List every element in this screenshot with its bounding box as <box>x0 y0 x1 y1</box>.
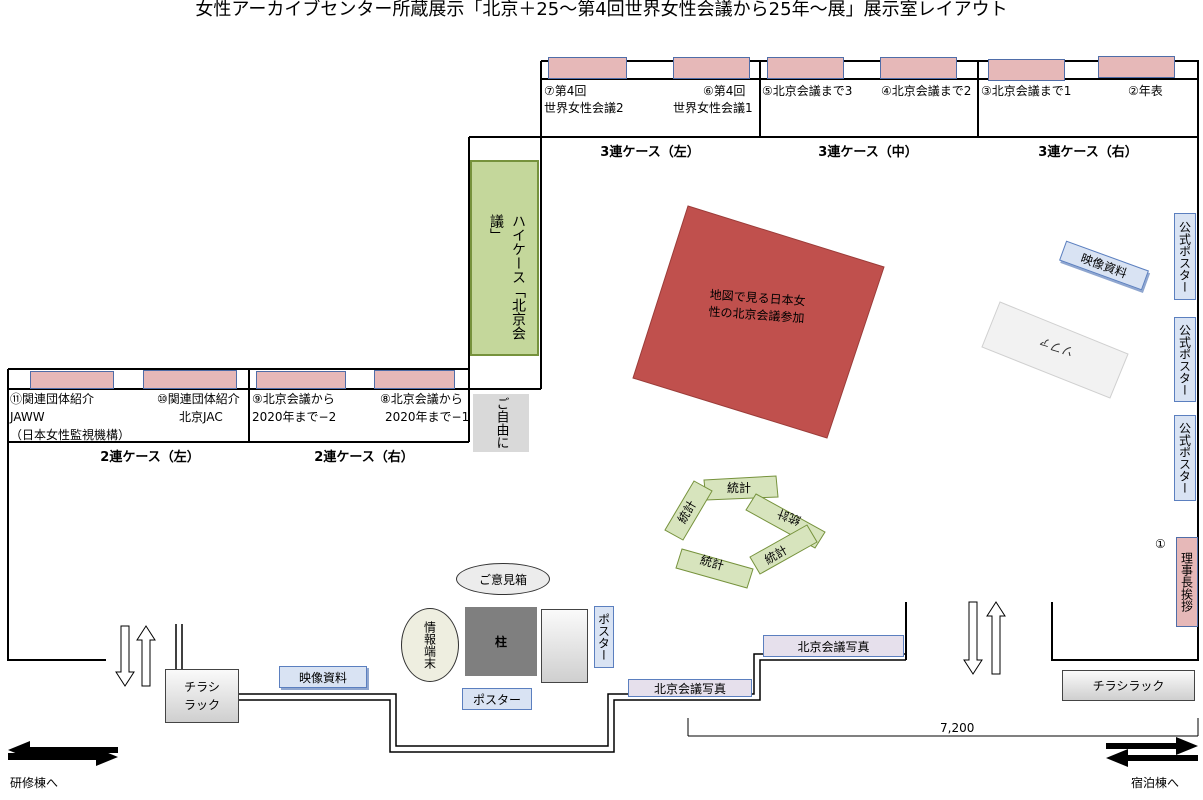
case-label-6: ⑥第4回 <box>703 84 746 98</box>
case-panel-9 <box>256 371 346 389</box>
case-panel-11 <box>30 371 114 389</box>
sofa <box>981 301 1129 399</box>
double-case-left-heading: 2連ケース（左） <box>100 450 200 465</box>
beijing-photos-2: 北京会議写真 <box>628 679 752 697</box>
info-terminal-label: 情報端末 <box>422 621 437 669</box>
info-terminal: 情報端末 <box>401 608 459 682</box>
case-label-3: ③北京会議まで1 <box>981 84 1072 98</box>
flyer-rack-right: チラシラック <box>1062 670 1195 701</box>
page-title: 女性アーカイブセンター所蔵展示「北京＋25～第4回世界女性会議から25年～展」展… <box>195 0 1008 20</box>
case-panel-6 <box>673 57 750 79</box>
beijing-photos-1: 北京会議写真 <box>763 635 904 657</box>
official-poster-2: 公式ポスター <box>1174 317 1196 402</box>
case-panel-10 <box>143 370 237 389</box>
opinion-box: ご意見箱 <box>456 563 550 595</box>
flyer-rack-left-label: チラシラック <box>183 680 220 712</box>
case-label-10: ⑩関連団体紹介 <box>157 392 240 406</box>
chairman-greeting: 理事長挨拶 <box>1176 537 1198 627</box>
case-panel-3 <box>988 59 1065 81</box>
chairman-greeting-label: 理事長挨拶 <box>1179 552 1194 612</box>
double-case-right-heading: 2連ケース（右） <box>314 450 414 465</box>
high-case: ハイケース「北京会議」 <box>470 160 539 356</box>
triple-case-right-heading: 3連ケース（右） <box>1038 145 1138 160</box>
official-poster-1-label: 公式ポスター <box>1177 220 1192 293</box>
case-panel-2 <box>1098 56 1175 78</box>
case-label-9: ⑨北京会議から <box>252 392 335 406</box>
poster-bottom: ポスター <box>462 688 532 710</box>
video-material-left: 映像資料 <box>279 666 367 688</box>
dimension-label: 7,200 <box>940 721 975 735</box>
to-training-building: 研修棟へ <box>10 776 59 790</box>
official-poster-3: 公式ポスター <box>1174 415 1196 501</box>
official-poster-2-label: 公式ポスター <box>1177 323 1192 396</box>
case-panel-7 <box>548 57 627 79</box>
case-label-7b: 世界女性会議2 <box>544 101 624 115</box>
case-label-8: ⑧北京会議から <box>380 392 463 406</box>
free-area: ご自由に <box>473 394 529 452</box>
official-poster-1: 公式ポスター <box>1174 213 1196 300</box>
triple-case-middle-heading: 3連ケース（中） <box>818 145 918 160</box>
triple-case-left-heading: 3連ケース（左） <box>600 145 700 160</box>
official-poster-3-label: 公式ポスター <box>1177 422 1192 494</box>
free-area-label: ご自由に <box>493 397 509 449</box>
case-panel-8 <box>374 370 455 389</box>
case-label-7: ⑦第4回 <box>544 84 587 98</box>
high-case-label: ハイケース「北京会議」 <box>488 214 526 340</box>
case-label-11: ⑪関連団体紹介 <box>10 392 95 406</box>
case-label-6b: 世界女性会議1 <box>673 101 753 115</box>
case-label-11b: JAWW <box>10 410 45 424</box>
case-label-9b: 2020年まで−2 <box>252 410 337 424</box>
poster-vertical-label: ポスター <box>596 613 611 661</box>
case-panel-4 <box>880 57 957 79</box>
poster-vertical: ポスター <box>594 606 614 668</box>
map-table-text: 地図で見る日本女性の北京会議参加 <box>708 287 807 326</box>
flyer-rack-left: チラシラック <box>165 669 239 723</box>
map-table <box>632 205 885 439</box>
pillar: 柱 <box>465 607 537 676</box>
case-label-10b: 北京JAC <box>179 410 223 424</box>
case-label-11c: （日本女性監視機構） <box>10 428 131 442</box>
case-label-5: ⑤北京会議まで3 <box>762 84 853 98</box>
case-panel-5 <box>767 57 844 79</box>
case-label-2: ②年表 <box>1128 84 1163 98</box>
stats-label-1: 統計 <box>727 481 752 495</box>
to-lodging-building: 宿泊棟へ <box>1131 776 1180 790</box>
case-label-4: ④北京会議まで2 <box>881 84 972 98</box>
display-stand <box>541 609 588 683</box>
chairman-marker: ① <box>1155 537 1166 551</box>
case-label-8b: 2020年まで−1 <box>385 410 470 424</box>
